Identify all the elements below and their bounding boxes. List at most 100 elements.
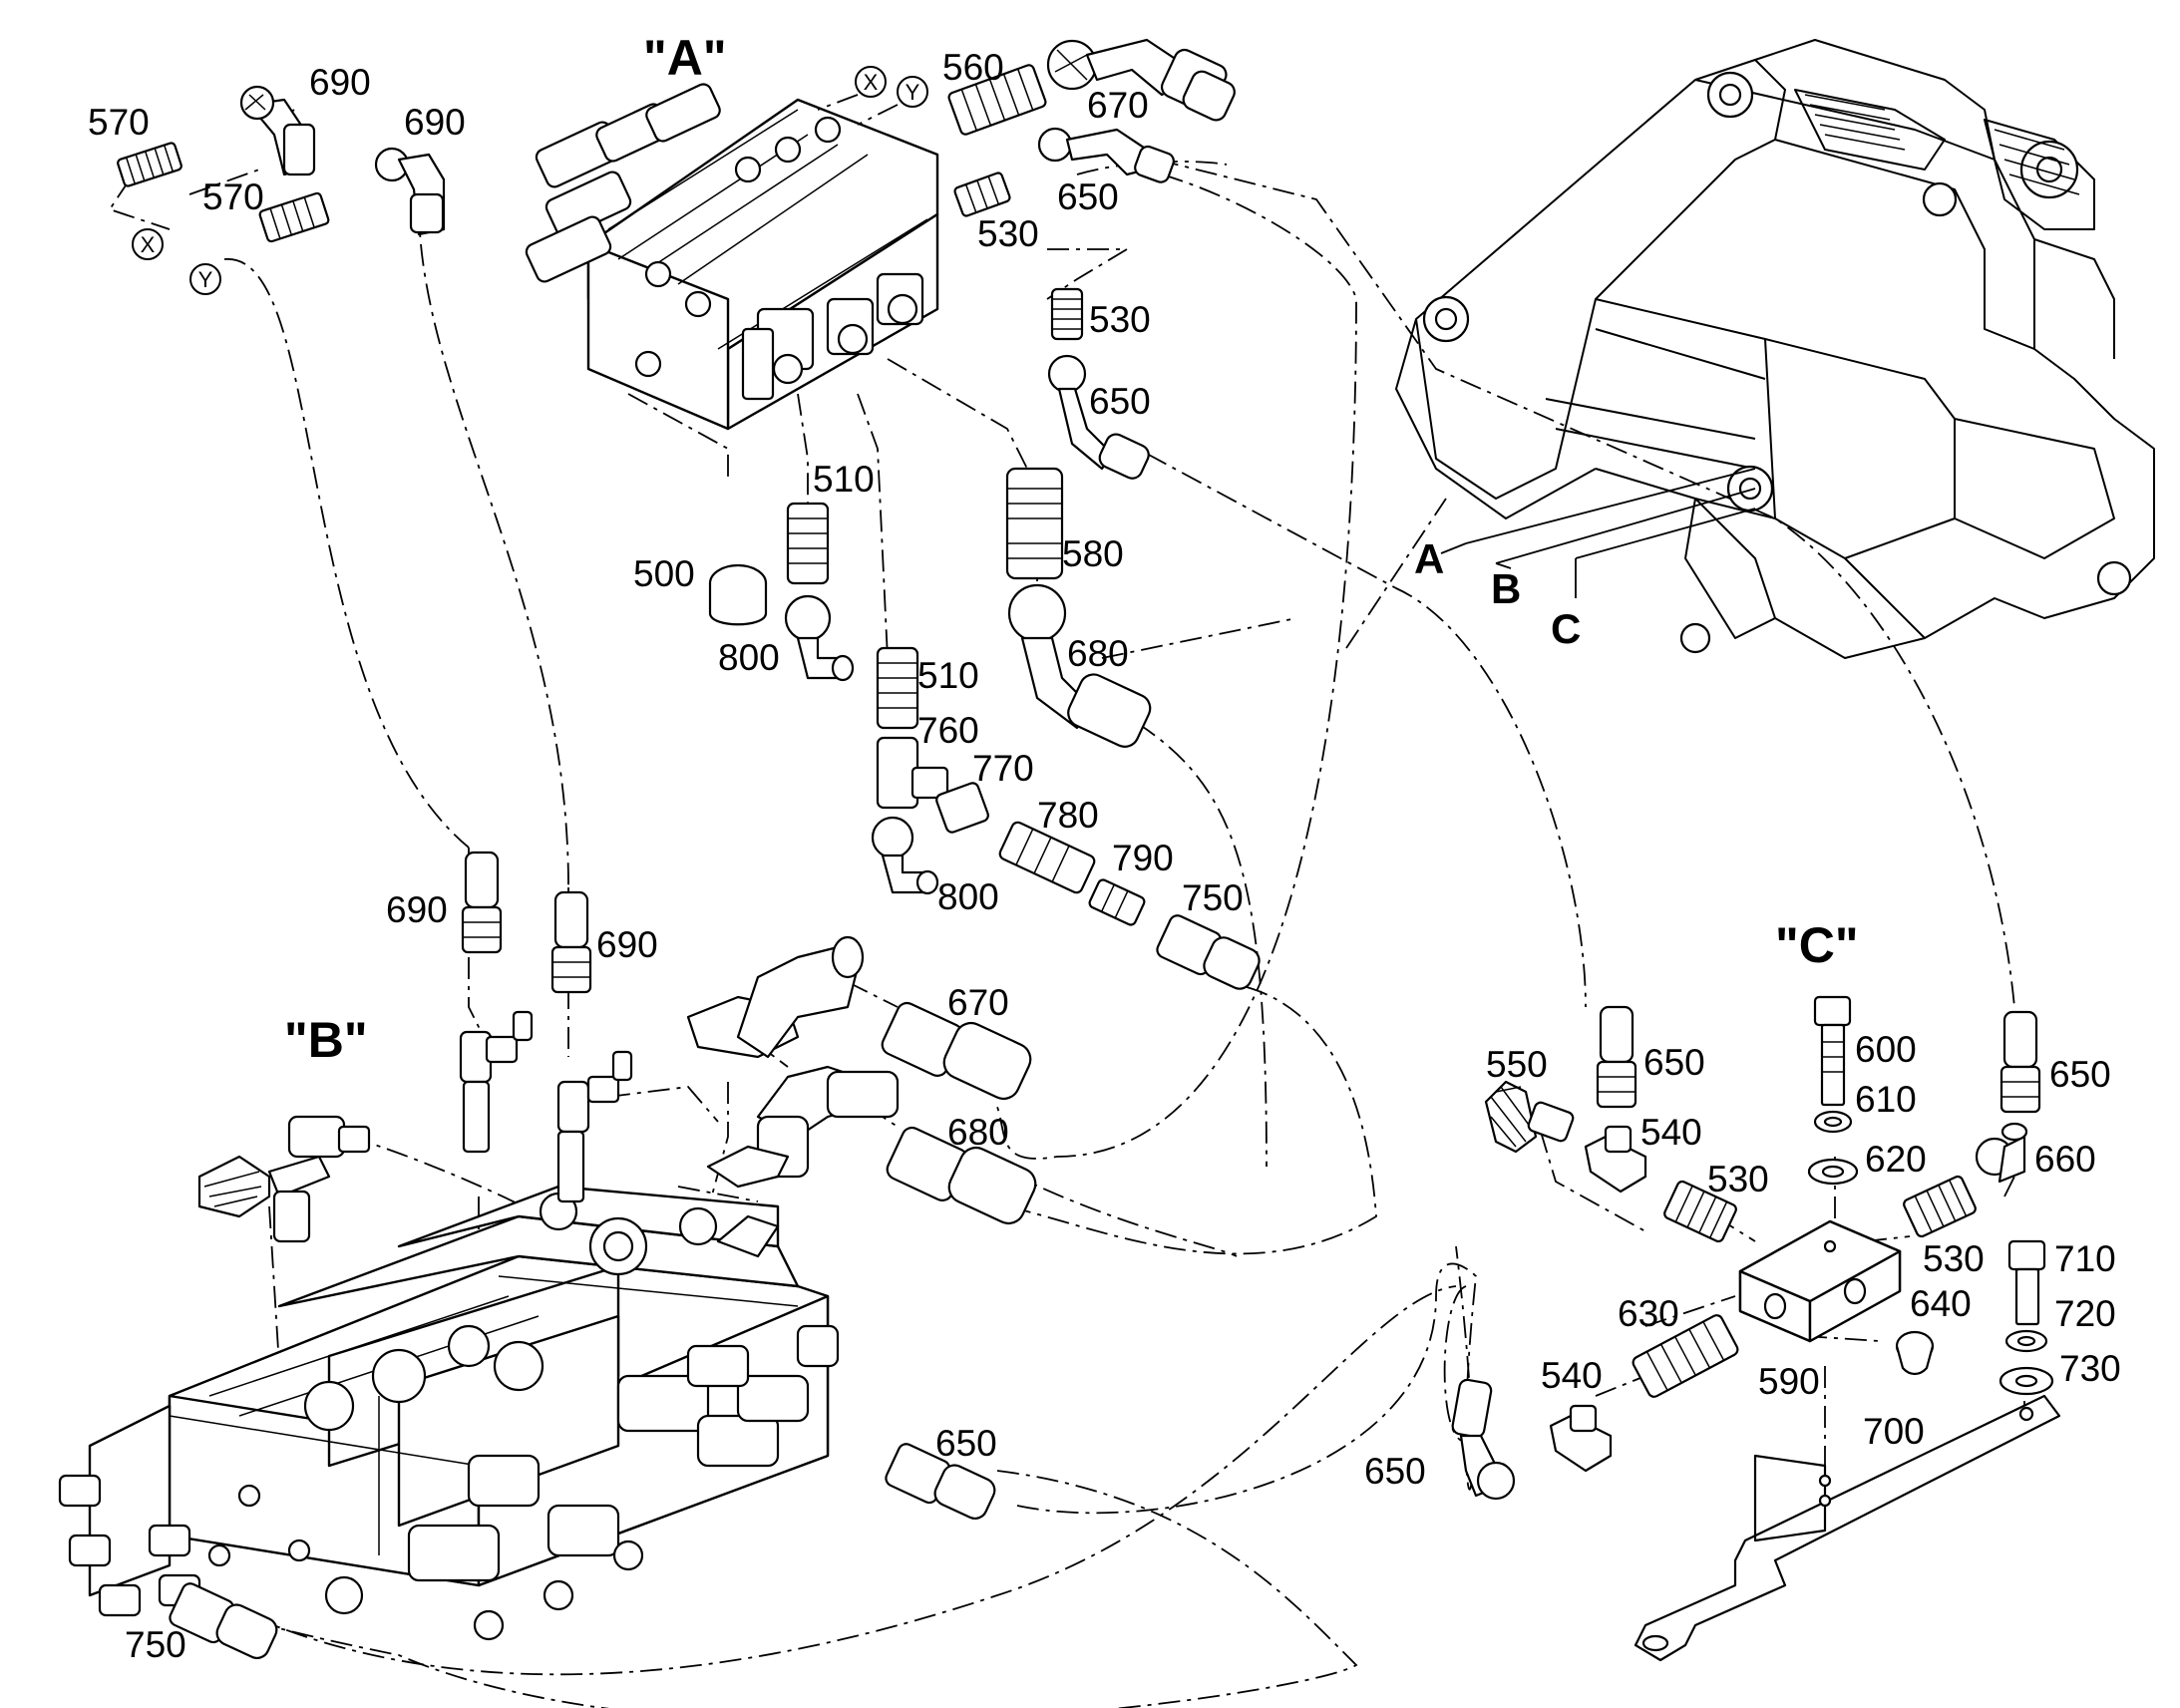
- hoses-b: [169, 851, 1037, 1660]
- strainer-550: [1484, 1080, 1575, 1154]
- adapter-570-lower: [258, 191, 330, 243]
- washer-720: [2004, 1329, 2048, 1353]
- callout-560: 560: [942, 47, 1004, 88]
- callout-700: 700: [1863, 1411, 1925, 1452]
- adapter-510-top: [786, 502, 830, 585]
- hose-670-b: [881, 1001, 1032, 1101]
- marker-y-top-left-label: Y: [198, 267, 213, 292]
- callout-540-bottom: 540: [1541, 1355, 1603, 1396]
- callout-530-mid: 530: [1089, 299, 1151, 340]
- callout-530-top: 530: [977, 213, 1039, 254]
- callout-690-top-right: 690: [404, 102, 466, 143]
- connection-label-a: A: [1414, 535, 1444, 582]
- section-label-c: "C": [1775, 917, 1859, 973]
- callout-680-top: 680: [1067, 633, 1129, 674]
- callout-650-top: 650: [1057, 176, 1119, 217]
- callout-670-b: 670: [947, 982, 1009, 1023]
- hose-650-bottom: [1451, 1378, 1516, 1501]
- callout-780: 780: [1037, 795, 1099, 836]
- hose-650-c-left: [1596, 1005, 1637, 1109]
- connection-label-b: B: [1491, 565, 1521, 612]
- adapter-560: [947, 64, 1047, 136]
- hose-680-top: [1007, 583, 1152, 748]
- marker-y-top: [897, 76, 928, 108]
- tee-540-bottom: [1549, 1404, 1613, 1473]
- connection-markers: X Y X Y: [132, 66, 928, 295]
- marker-x-top-left-label: X: [141, 232, 156, 257]
- fittings-a-lower: [708, 467, 1261, 990]
- marker-x-top: [855, 66, 887, 98]
- callout-800-mid: 800: [937, 876, 999, 917]
- adapter-530-mid: [1050, 287, 1084, 341]
- callout-580: 580: [1062, 533, 1124, 574]
- callout-730: 730: [2059, 1348, 2121, 1389]
- adapter-510-mid: [876, 646, 919, 730]
- elbow-800-top: [784, 594, 855, 682]
- callout-670-top: 670: [1087, 85, 1149, 126]
- adapter-530-c-left: [1663, 1180, 1737, 1243]
- elbow-800-mid: [871, 816, 939, 895]
- elbow-660: [1975, 1122, 2028, 1184]
- callout-510-mid: 510: [917, 655, 979, 696]
- bolt-600: [1813, 995, 1852, 1107]
- callout-570-top: 570: [88, 102, 150, 143]
- callout-790: 790: [1112, 838, 1174, 878]
- callout-550: 550: [1486, 1044, 1548, 1085]
- callout-530-c-left: 530: [1707, 1159, 1769, 1199]
- fitting-group-top-left: [117, 85, 446, 243]
- adapter-790: [1088, 878, 1146, 926]
- connection-label-c: C: [1551, 605, 1581, 652]
- callout-labels: 570 690 690 570 560 670 650 530 530 650 …: [88, 47, 2121, 1665]
- callout-750-top: 750: [1182, 877, 1244, 918]
- section-labels: "A" "B" "C" A B C: [284, 30, 1859, 1068]
- callout-590: 590: [1758, 1361, 1820, 1402]
- marker-x-top-label: X: [864, 70, 879, 95]
- marker-x-top-left: [132, 228, 164, 260]
- bolt-710: [2007, 1239, 2046, 1326]
- hose-750-top: [1156, 914, 1261, 990]
- callout-770: 770: [972, 748, 1034, 789]
- callout-720: 720: [2054, 1293, 2116, 1334]
- fittings-a-middle: [1047, 287, 1150, 480]
- callout-510-top: 510: [813, 459, 875, 500]
- adapter-530-c-right: [1903, 1175, 1977, 1238]
- callout-650-bottom: 650: [1364, 1451, 1426, 1492]
- callout-750-bottom: 750: [125, 1624, 186, 1665]
- adapter-580: [1005, 467, 1064, 580]
- connection-lines: [108, 109, 2025, 1708]
- callout-650-b: 650: [935, 1423, 997, 1464]
- section-label-b: "B": [284, 1012, 368, 1068]
- section-label-a: "A": [643, 30, 727, 86]
- callout-760: 760: [917, 710, 979, 751]
- fittings-c: [1451, 995, 2061, 1662]
- callout-620: 620: [1865, 1139, 1927, 1180]
- hose-650-top: [1037, 127, 1175, 183]
- callout-800-top: 800: [718, 637, 780, 678]
- adapter-530-top: [953, 171, 1011, 217]
- callout-690-b-left: 690: [386, 889, 448, 930]
- valve-block-a: [525, 83, 939, 431]
- callout-630: 630: [1618, 1293, 1679, 1334]
- tee-760: [876, 736, 949, 810]
- valve-block-b: [58, 935, 900, 1641]
- callout-600: 600: [1855, 1029, 1917, 1070]
- callout-660: 660: [2034, 1139, 2096, 1180]
- adapter-570-upper: [117, 142, 182, 187]
- hose-750-bottom: [169, 1582, 278, 1660]
- marker-y-top-left: [189, 263, 221, 295]
- bracket-700: [1634, 1394, 2061, 1662]
- callout-650-c-left: 650: [1643, 1042, 1705, 1083]
- hose-690-upper-right: [374, 147, 446, 236]
- callout-690-top-left: 690: [309, 62, 371, 103]
- washer-730: [1998, 1366, 2054, 1396]
- hose-690-b-left: [461, 851, 503, 954]
- plug-640: [1895, 1330, 1935, 1376]
- hose-670-top: [1046, 38, 1236, 122]
- plug-500: [708, 563, 768, 626]
- adapter-770: [935, 782, 989, 834]
- callout-650-c-right: 650: [2049, 1054, 2111, 1095]
- valve-block-c: [1738, 1219, 1902, 1343]
- washer-620: [1807, 1158, 1859, 1186]
- hose-650-mid: [1047, 354, 1150, 480]
